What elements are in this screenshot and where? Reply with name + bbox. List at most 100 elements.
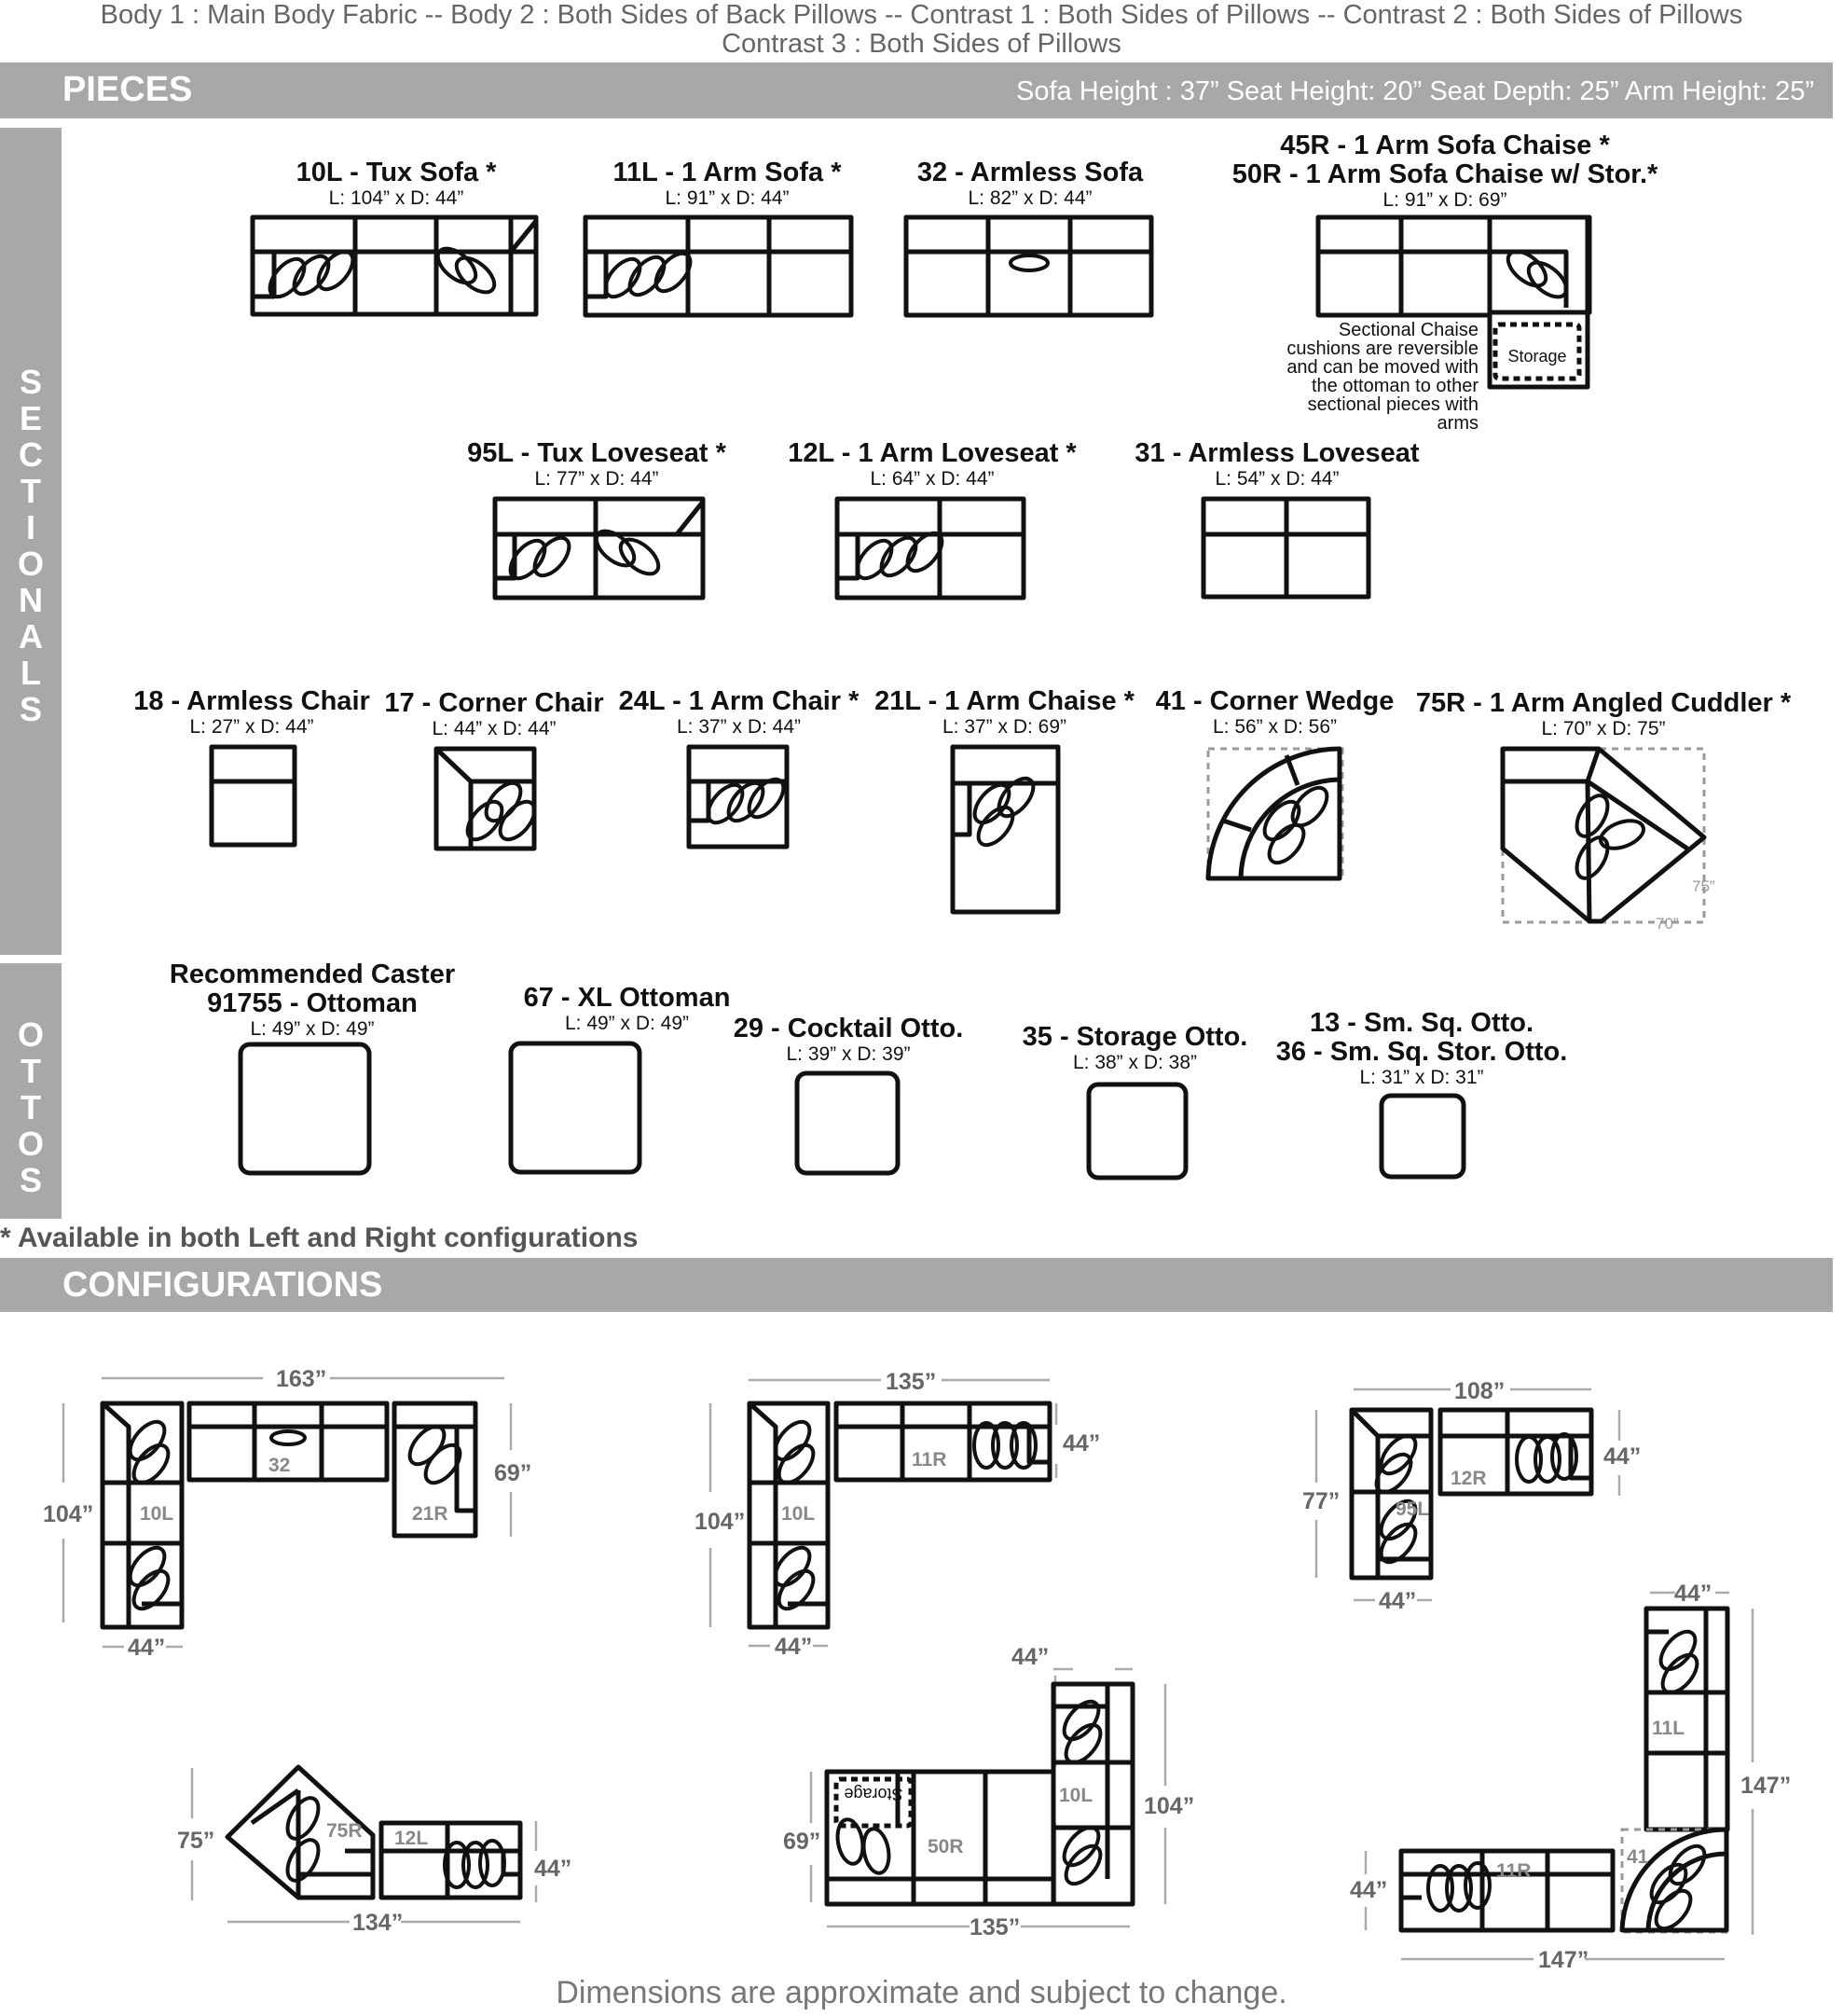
ottoman-35 bbox=[1086, 1082, 1189, 1181]
ottos-letter: O bbox=[17, 1125, 44, 1163]
otto-label: 35 - Storage Otto.L: 38” x D: 38” bbox=[1022, 1022, 1248, 1074]
config-5-drawing: 44” 104” 69” 135” Storage 50R 10L bbox=[783, 1644, 1194, 1940]
config-1-width: 163” bbox=[276, 1366, 326, 1392]
config-1-piece-32: 32 bbox=[268, 1455, 290, 1476]
storage-label: Storage bbox=[1507, 347, 1566, 366]
config-3-bottom: 44” bbox=[1379, 1588, 1416, 1614]
sectionals-letter: S bbox=[19, 690, 42, 728]
config-4-left: 75” bbox=[177, 1828, 214, 1854]
sectionals-letter: O bbox=[17, 545, 44, 583]
piece-10l-tux-sofa-drawing bbox=[250, 214, 539, 317]
config-1-bottom: 44” bbox=[128, 1635, 165, 1661]
piece-label: 11L - 1 Arm Sofa *L: 91” x D: 44” bbox=[612, 158, 842, 210]
piece-label: 21L - 1 Arm Chaise *L: 37” x D: 69” bbox=[874, 686, 1135, 739]
config-1-piece-21r: 21R bbox=[412, 1503, 448, 1525]
availability-note: * Available in both Left and Right confi… bbox=[0, 1222, 639, 1253]
config-3-piece-12r: 12R bbox=[1451, 1468, 1487, 1489]
config-5-left: 69” bbox=[783, 1829, 820, 1855]
config-1-right: 69” bbox=[494, 1460, 531, 1486]
piece-41-corner-wedge-drawing bbox=[1205, 746, 1344, 881]
fabric-line-2: Contrast 3 : Both Sides of Pillows bbox=[722, 29, 1121, 59]
ottos-sidebar bbox=[0, 963, 62, 1219]
piece-75r-cuddler-drawing: 75” 70” bbox=[1500, 746, 1715, 932]
piece-95l-tux-loveseat-drawing bbox=[492, 496, 706, 601]
piece-32-armless-sofa-drawing bbox=[903, 214, 1154, 318]
config-2-drawing: 135” 104” 44” 44” 10L 11R bbox=[695, 1369, 1100, 1660]
config-3-drawing: 108” 77” 44” 44” 95L 12R bbox=[1302, 1378, 1641, 1614]
config-3-width: 108” bbox=[1454, 1378, 1505, 1404]
config-6-right: 147” bbox=[1740, 1773, 1791, 1799]
sectionals-letter: A bbox=[19, 617, 43, 656]
config-6-piece-41: 41 bbox=[1627, 1846, 1649, 1868]
config-5-piece-10l: 10L bbox=[1059, 1785, 1093, 1806]
config-2-bottom: 44” bbox=[775, 1634, 812, 1660]
sectionals-letter: C bbox=[19, 435, 43, 474]
piece-31-armless-loveseat-drawing bbox=[1201, 496, 1371, 600]
ottoman-29 bbox=[794, 1070, 901, 1176]
piece-17-corner-chair-drawing bbox=[433, 746, 543, 851]
config-6-piece-11l: 11L bbox=[1652, 1718, 1685, 1739]
cuddler-length: 70” bbox=[1656, 915, 1679, 932]
config-1-piece-10l: 10L bbox=[140, 1503, 173, 1525]
sectionals-letter: I bbox=[25, 508, 35, 546]
otto-label: 29 - Cocktail Otto.L: 39” x D: 39” bbox=[733, 1014, 964, 1066]
piece-label: 10L - Tux Sofa *L: 104” x D: 44” bbox=[296, 158, 497, 210]
ottos-letter: O bbox=[17, 1015, 44, 1054]
piece-45r-chaise-drawing: Storage bbox=[1315, 214, 1592, 390]
config-6-top: 44” bbox=[1674, 1581, 1712, 1607]
piece-label: 24L - 1 Arm Chair *L: 37” x D: 44” bbox=[618, 686, 860, 739]
config-6-left: 44” bbox=[1350, 1877, 1387, 1903]
ottoman-drawings bbox=[238, 1041, 1466, 1181]
sectionals-letter: T bbox=[21, 472, 41, 510]
piece-label: 75R - 1 Arm Angled Cuddler *L: 70” x D: … bbox=[1415, 688, 1792, 740]
piece-label: 12L - 1 Arm Loveseat *L: 64” x D: 44” bbox=[788, 438, 1077, 490]
sectionals-letter: E bbox=[19, 399, 42, 437]
config-5-piece-50r: 50R bbox=[928, 1836, 964, 1857]
config-4-right: 44” bbox=[534, 1856, 571, 1882]
ottoman-91755 bbox=[238, 1042, 372, 1176]
config-4-width: 134” bbox=[352, 1910, 403, 1936]
pieces-header-bar: PIECES Sofa Height : 37” Seat Height: 20… bbox=[0, 62, 1833, 118]
config-4-drawing: 75” 134” 44” 75R 12L bbox=[177, 1764, 571, 1936]
config-1-height: 104” bbox=[43, 1501, 93, 1527]
sectionals-letter: S bbox=[19, 363, 42, 401]
config-6-piece-11r: 11R bbox=[1496, 1860, 1531, 1882]
config-5-top: 44” bbox=[1011, 1644, 1049, 1670]
sectionals-letter: N bbox=[19, 581, 43, 619]
piece-label: 95L - Tux Loveseat *L: 77” x D: 44” bbox=[467, 438, 726, 490]
config-5-right: 104” bbox=[1144, 1793, 1194, 1819]
config-1-drawing: 163” 104” 69” 44” 32 10L 21R bbox=[43, 1366, 531, 1661]
piece-label: 45R - 1 Arm Sofa Chaise *50R - 1 Arm Sof… bbox=[1231, 131, 1658, 212]
disclaimer-footer: Dimensions are approximate and subject t… bbox=[556, 1975, 1287, 2010]
config-6-drawing: 44” 147” 44” 147” 11L 11R 41 bbox=[1350, 1581, 1791, 1973]
cuddler-depth: 75” bbox=[1692, 877, 1715, 895]
config-2-piece-10l: 10L bbox=[781, 1503, 815, 1525]
config-3-height: 77” bbox=[1302, 1488, 1340, 1514]
config-4-piece-75r: 75R bbox=[326, 1820, 363, 1842]
ottoman-13 bbox=[1379, 1093, 1466, 1180]
sectionals-sidebar bbox=[0, 128, 62, 955]
otto-label: 13 - Sm. Sq. Otto.36 - Sm. Sq. Stor. Ott… bbox=[1275, 1008, 1568, 1089]
piece-18-armless-chair-drawing bbox=[209, 744, 297, 848]
piece-24l-arm-chair-drawing bbox=[686, 744, 792, 849]
config-2-width: 135” bbox=[886, 1369, 936, 1395]
ottos-letter: T bbox=[21, 1052, 41, 1090]
config-3-piece-95l: 95L bbox=[1396, 1498, 1429, 1520]
config-3-right: 44” bbox=[1603, 1443, 1641, 1470]
ottos-letter: T bbox=[21, 1088, 41, 1126]
pieces-title: PIECES bbox=[62, 70, 193, 109]
ottoman-67 bbox=[508, 1041, 642, 1175]
config-5-width: 135” bbox=[970, 1914, 1020, 1940]
piece-12l-loveseat-drawing bbox=[834, 496, 1026, 601]
piece-11l-arm-sofa-drawing bbox=[583, 214, 854, 318]
configurations-title: CONFIGURATIONS bbox=[62, 1265, 383, 1305]
config-2-right: 44” bbox=[1063, 1430, 1100, 1457]
configurations-header-bar: CONFIGURATIONS bbox=[0, 1258, 1833, 1312]
sectionals-letter: L bbox=[21, 654, 41, 692]
